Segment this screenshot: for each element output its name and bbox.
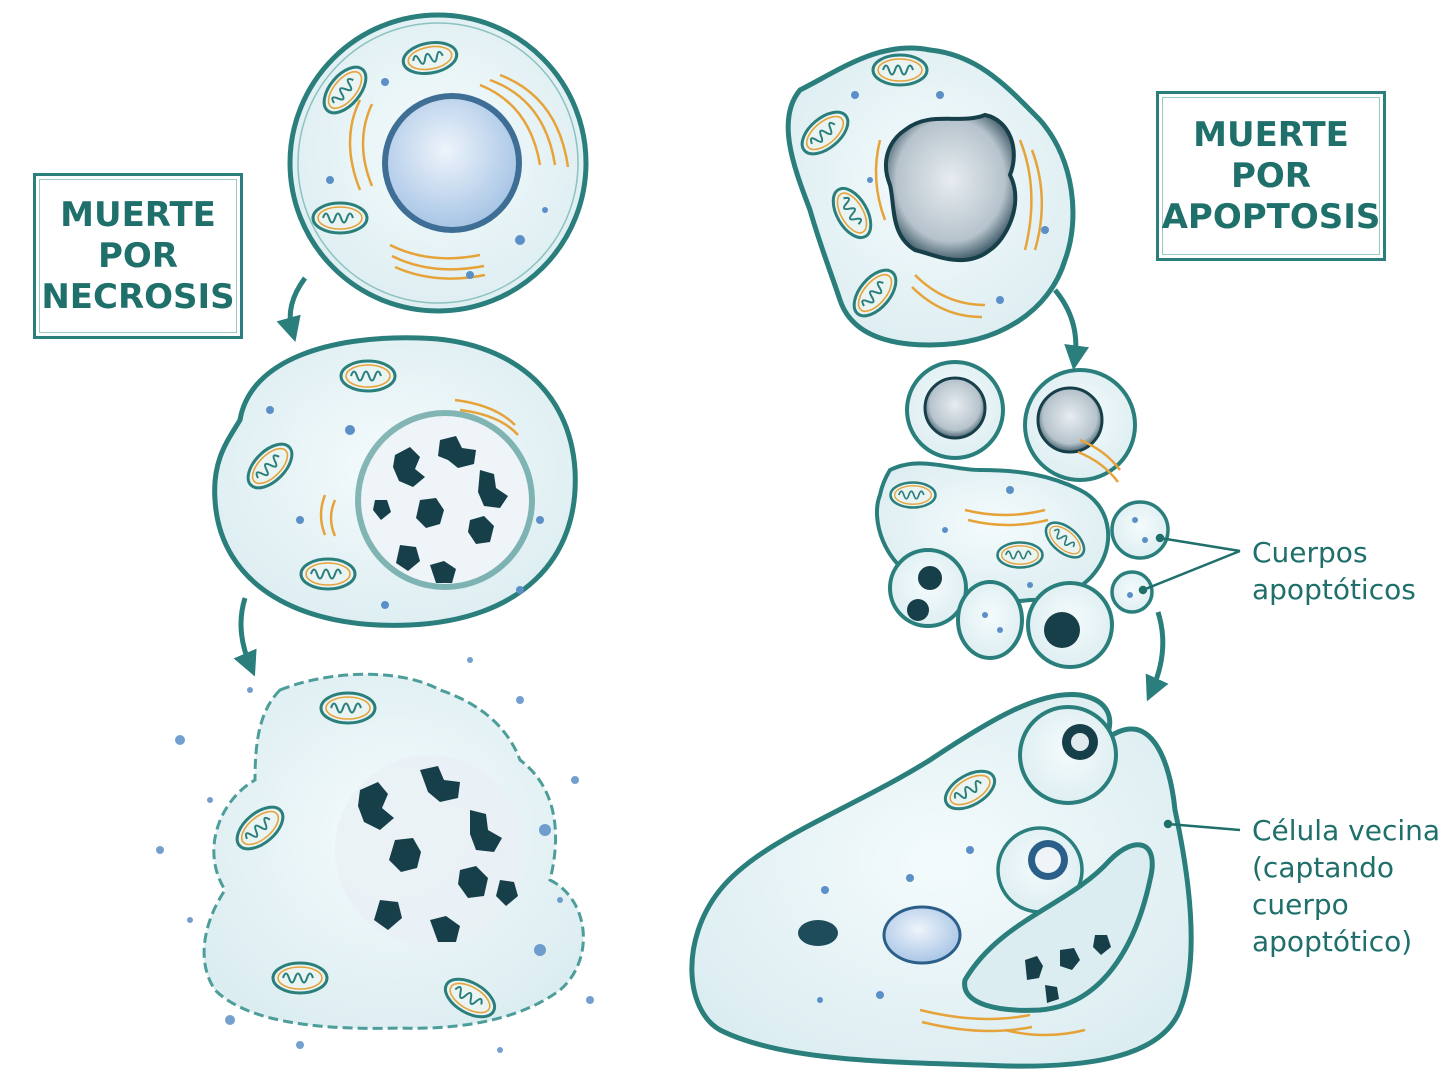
neighbor-cell: [692, 694, 1191, 1066]
arrow-apoptosis-2: [1152, 612, 1163, 690]
arrow-necrosis-1: [290, 278, 305, 330]
callout-line: cuerpo: [1252, 886, 1440, 923]
apoptosis-label-line-1: MUERTE: [1159, 115, 1383, 156]
apoptosis-label-box: MUERTE POR APOPTOSIS: [1156, 91, 1386, 261]
apoptosis-label-line-3: APOPTOSIS: [1159, 197, 1383, 238]
callout-line: Cuerpos: [1252, 534, 1416, 571]
callout-line: (captando: [1252, 849, 1440, 886]
necrosis-label-line-1: MUERTE: [36, 195, 240, 236]
swollen-cell: [215, 338, 576, 626]
necrosis-label-box: MUERTE POR NECROSIS: [33, 173, 243, 339]
apoptosis-label-line-2: POR: [1159, 156, 1383, 197]
arrow-necrosis-2: [241, 598, 250, 665]
callout-line: Célula vecina: [1252, 812, 1440, 849]
apoptotic-bodies-callout: Cuerpos apoptóticos: [1252, 534, 1416, 608]
necrosis-label-line-2: POR: [36, 236, 240, 277]
healthy-cell: [290, 15, 586, 311]
neighbor-cell-callout: Célula vecina (captando cuerpo apoptótic…: [1252, 812, 1440, 960]
shrinking-cell: [788, 48, 1073, 345]
necrosis-label-line-3: NECROSIS: [36, 277, 240, 318]
callout-line: apoptótico): [1252, 923, 1440, 960]
blebbing-cell: [877, 362, 1168, 667]
arrow-apoptosis-1: [1055, 290, 1076, 358]
callout-line: apoptóticos: [1252, 571, 1416, 608]
ruptured-cell: [156, 657, 594, 1053]
